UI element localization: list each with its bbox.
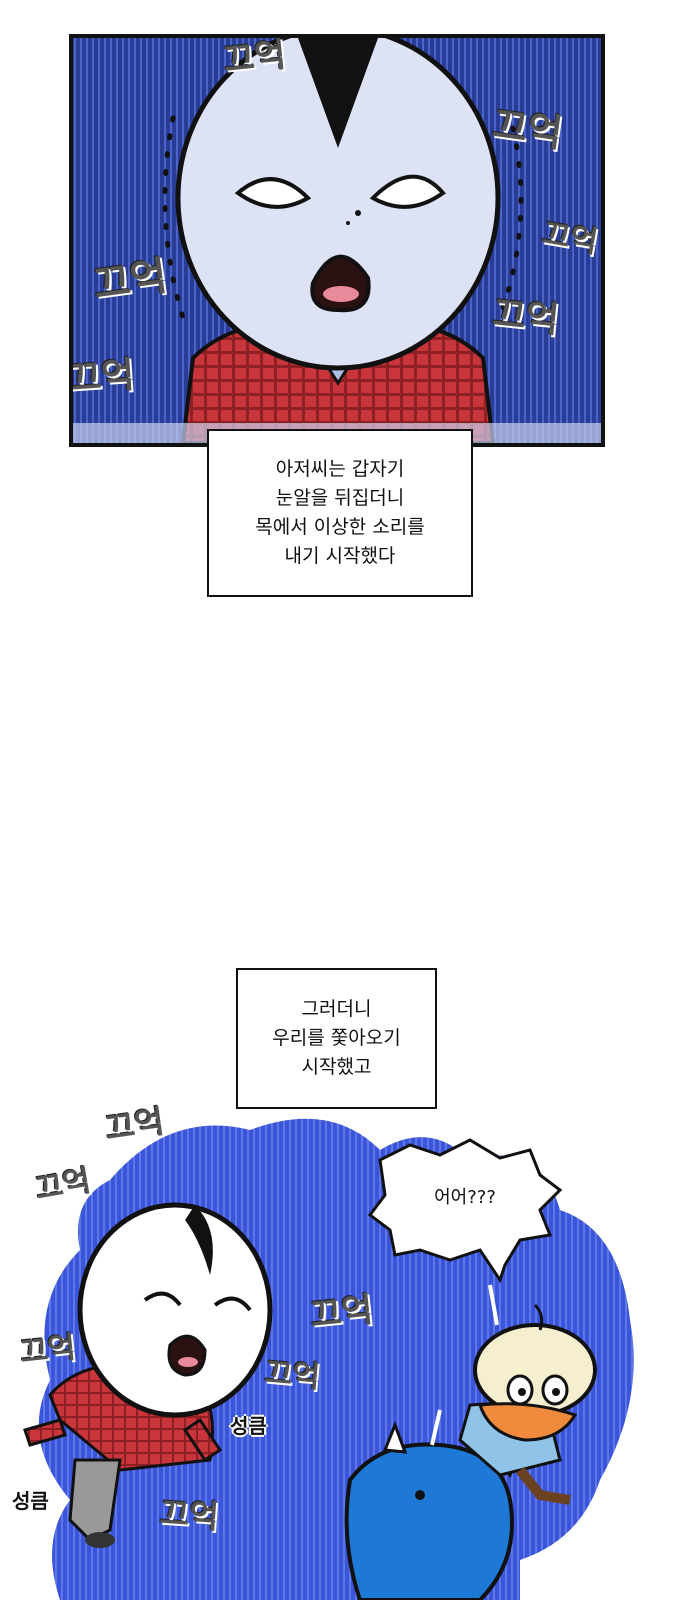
narration-line: 시작했고 bbox=[301, 1056, 372, 1078]
bottom-scene-art bbox=[23, 1118, 634, 1600]
top-comic-panel: 끄억 끄억 끄억 끄억 끄억 끄억 bbox=[69, 34, 605, 447]
step-sfx: 성큼 bbox=[230, 1414, 267, 1438]
man-face bbox=[175, 38, 501, 371]
rolled-eye-right bbox=[369, 174, 446, 209]
sfx-text: 끄억 bbox=[490, 293, 561, 342]
sfx-text: 끄억 bbox=[221, 34, 288, 82]
narration-line: 눈알을 뒤집더니 bbox=[275, 487, 405, 509]
rolled-eye-left bbox=[234, 177, 312, 209]
top-panel-art bbox=[73, 38, 601, 443]
sfx-text: 끄억 bbox=[263, 1355, 322, 1396]
narration-box-2: 그러더니 우리를 쫓아오기 시작했고 bbox=[236, 968, 437, 1109]
sfx-text: 끄억 bbox=[308, 1289, 375, 1337]
narration-line: 목에서 이상한 소리를 bbox=[255, 516, 425, 538]
duck-kid-head bbox=[473, 1323, 597, 1417]
blue-monster bbox=[344, 1442, 514, 1600]
step-sfx: 성큼 bbox=[12, 1489, 49, 1513]
duck-beak bbox=[477, 1402, 578, 1442]
speech-bubble-text: 어어??? bbox=[434, 1187, 496, 1208]
hair-tuft bbox=[185, 1205, 213, 1275]
narration-line: 그러더니 bbox=[301, 998, 372, 1020]
sfx-text: 끄억 bbox=[489, 102, 566, 156]
tongue bbox=[323, 286, 359, 302]
narration-line: 내기 시작했다 bbox=[284, 545, 396, 567]
tremble-dots-right bbox=[500, 125, 524, 311]
sfx-text: 끄억 bbox=[158, 1493, 221, 1537]
hair-tuft bbox=[298, 38, 378, 148]
sfx-text: 끄억 bbox=[69, 354, 136, 401]
sfx-text: 끄억 bbox=[18, 1330, 78, 1371]
narration-box-1: 아저씨는 갑자기 눈알을 뒤집더니 목에서 이상한 소리를 내기 시작했다 bbox=[207, 429, 473, 597]
narration-line: 아저씨는 갑자기 bbox=[275, 458, 405, 480]
sfx-text: 끄억 bbox=[90, 253, 171, 309]
man-face bbox=[77, 1202, 273, 1418]
speech-bubble bbox=[367, 1138, 563, 1284]
sfx-text: 끄억 bbox=[102, 1102, 167, 1148]
sfx-text: 끄억 bbox=[539, 216, 601, 261]
narration-line: 우리를 쫓아오기 bbox=[272, 1027, 401, 1049]
